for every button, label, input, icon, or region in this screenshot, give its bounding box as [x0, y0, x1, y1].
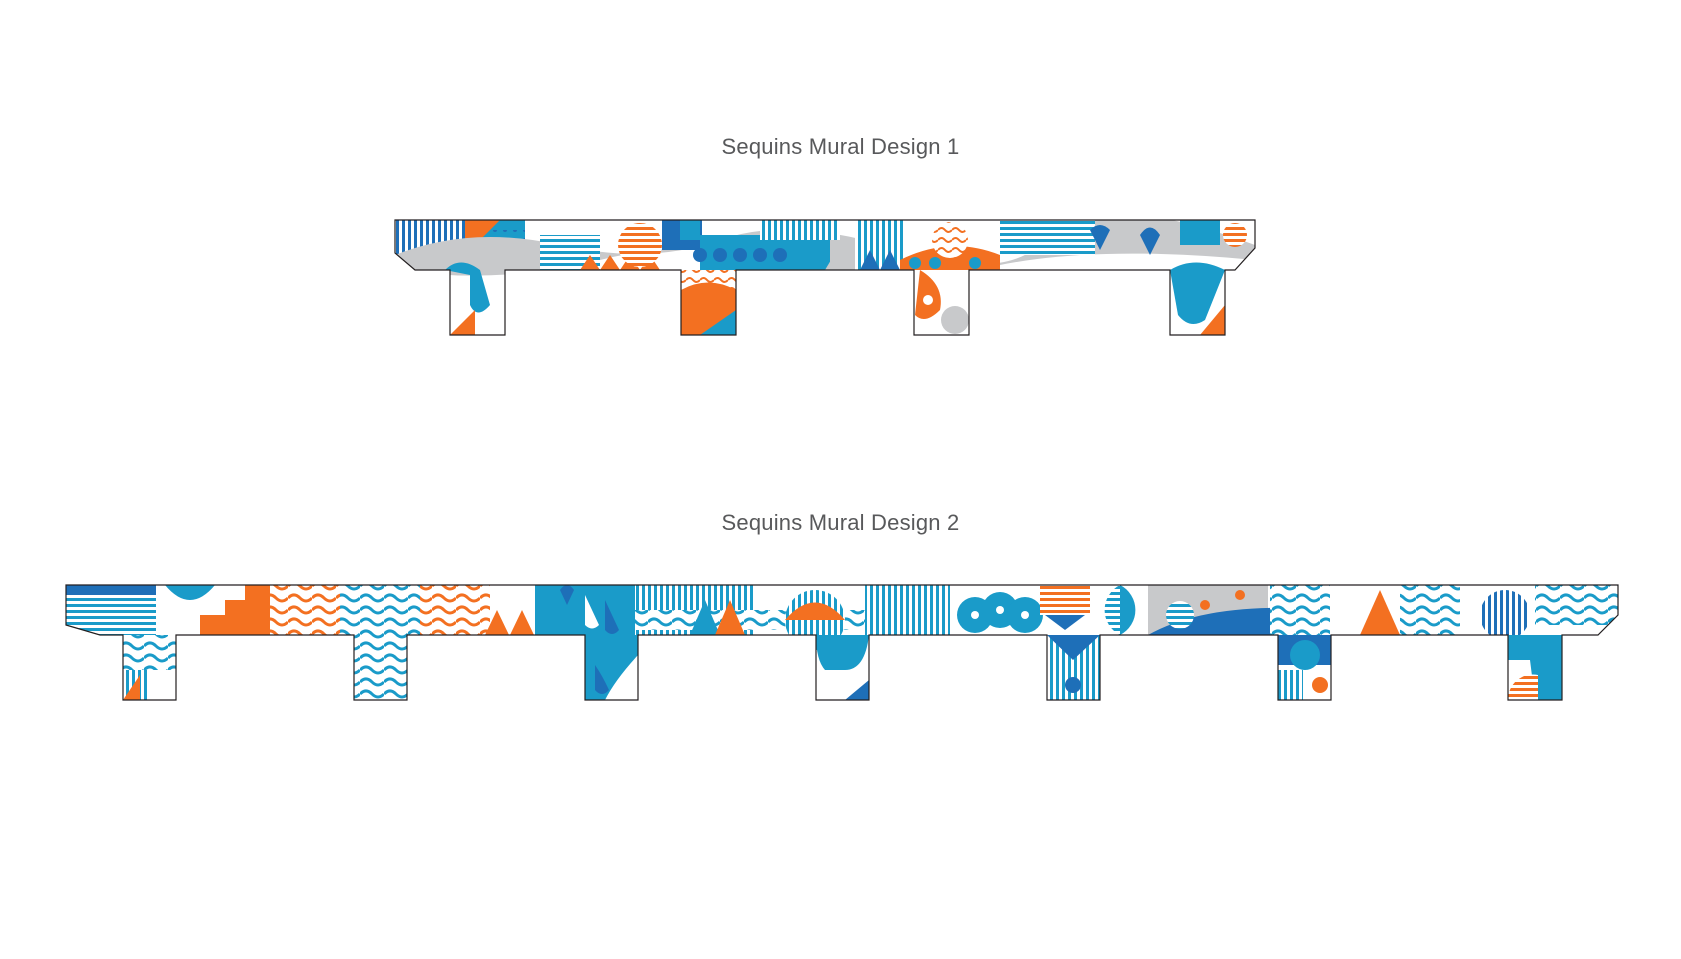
- mural-1-artwork: [395, 220, 1255, 335]
- design-2-title: Sequins Mural Design 2: [721, 510, 960, 535]
- mural-design-2: [65, 584, 1619, 701]
- mural-1-outline: [394, 219, 1256, 336]
- design-1-title: Sequins Mural Design 1: [721, 134, 960, 159]
- mural-design-1: [394, 219, 1256, 336]
- mural-2-outline: [65, 584, 1619, 701]
- mural-2-artwork: [66, 585, 1618, 700]
